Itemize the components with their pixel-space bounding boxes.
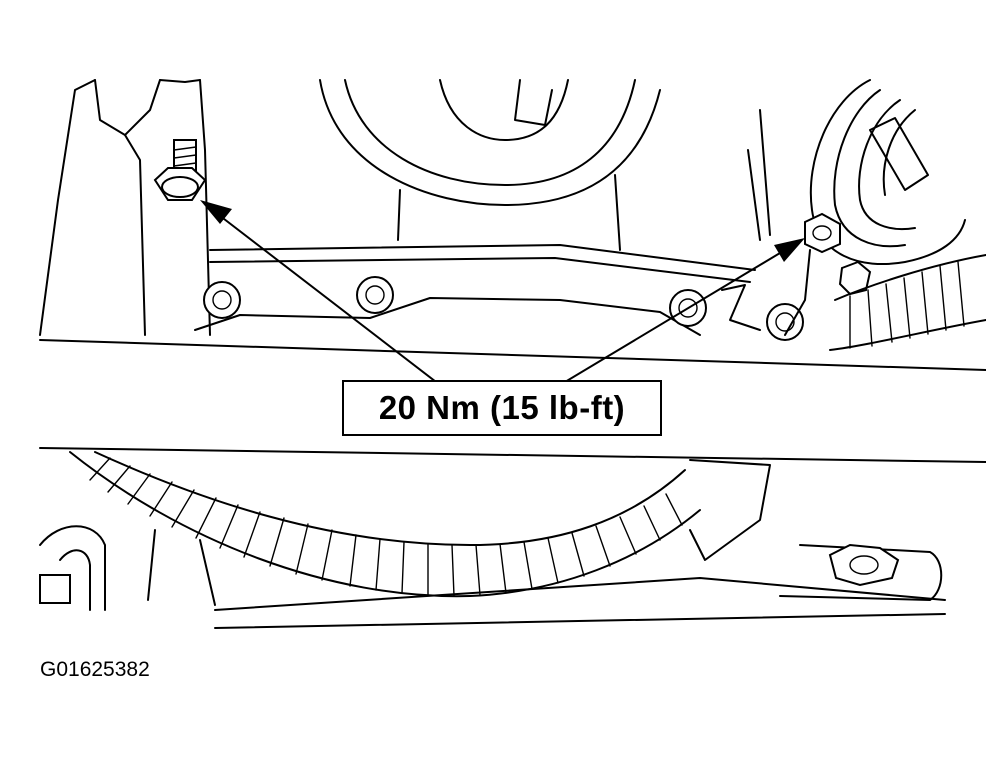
left-stud-bolt <box>153 139 207 201</box>
left-arrowhead <box>200 200 232 224</box>
torque-callout: 20 Nm (15 lb-ft) <box>342 380 662 436</box>
figure-id: G01625382 <box>40 658 150 681</box>
right-pulley <box>747 79 966 266</box>
right-arrow-line <box>559 249 786 386</box>
left-arrow-line <box>214 211 441 386</box>
torque-label: 20 Nm (15 lb-ft) <box>378 389 626 426</box>
rail-bolts <box>203 276 804 341</box>
corrugated-hose <box>69 451 771 598</box>
right-tensioner <box>721 212 872 336</box>
lower-left-fitting <box>39 525 216 611</box>
callout-arrows <box>200 200 805 386</box>
center-pulley <box>319 79 661 251</box>
right-arrowhead <box>774 238 805 262</box>
lower-divider <box>39 447 986 463</box>
right-hose <box>829 254 986 351</box>
engine-rail <box>39 244 986 371</box>
left-bracket <box>39 79 211 336</box>
lower-baseline <box>214 577 946 629</box>
